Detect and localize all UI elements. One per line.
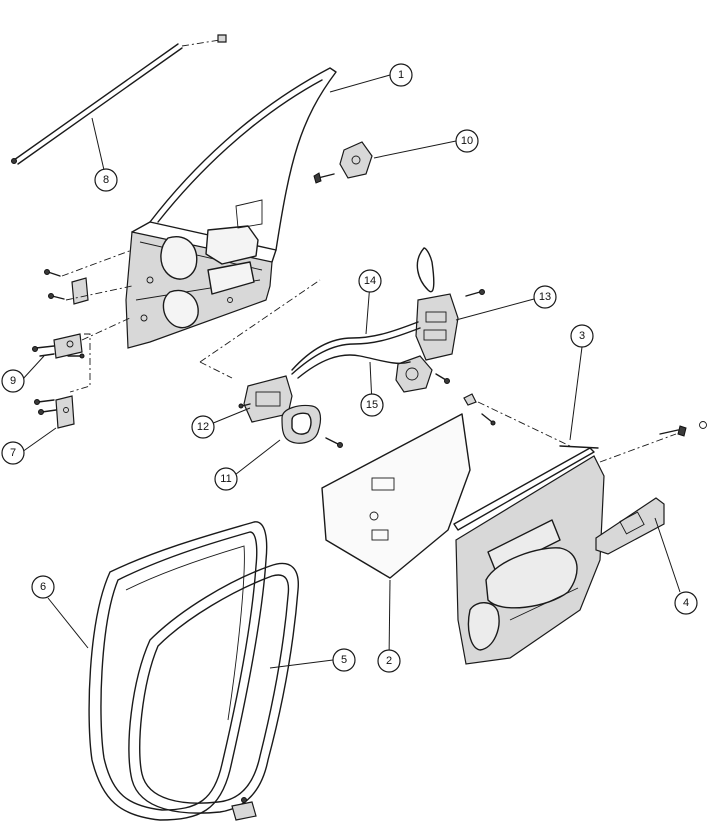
- leader-4: [654, 517, 681, 593]
- leader-13: [455, 298, 535, 321]
- callout-4: 4: [674, 591, 698, 615]
- callout-5: 5: [332, 648, 356, 672]
- power-window-switch-bezel: [595, 497, 665, 555]
- leader-8: [91, 117, 105, 171]
- door-trim-panel: [453, 421, 707, 665]
- callout-11-label: 11: [220, 473, 231, 485]
- door-watershield: [321, 393, 571, 579]
- leader-5: [269, 659, 334, 669]
- door-latch-assembly: [395, 247, 485, 393]
- lock-cable: [291, 321, 421, 375]
- leader-3: [569, 346, 583, 441]
- door-striker: [313, 141, 373, 184]
- inside-handle-bezel: [281, 404, 343, 448]
- callout-6: 6: [31, 575, 55, 599]
- leader-6: [47, 597, 89, 649]
- door-shell: [125, 67, 337, 349]
- callout-8: 8: [94, 168, 118, 192]
- callout-9-label: 9: [10, 375, 16, 387]
- callout-1-label: 1: [398, 69, 404, 81]
- callout-14: 14: [358, 269, 382, 293]
- callout-3-label: 3: [579, 330, 585, 342]
- callout-5-label: 5: [341, 654, 347, 666]
- remote-handle-cable: [297, 354, 411, 379]
- lower-hinge: [34, 395, 75, 429]
- callout-14-label: 14: [364, 275, 376, 287]
- door-weatherstrip: [128, 562, 299, 814]
- leader-11: [230, 439, 281, 479]
- callout-4-label: 4: [683, 597, 689, 609]
- leader-10: [373, 140, 457, 159]
- callout-2-label: 2: [386, 655, 392, 667]
- leader-9: [21, 355, 45, 381]
- leader-7: [21, 427, 57, 453]
- callout-2: 2: [377, 649, 401, 673]
- door-phantom-line: [199, 279, 321, 363]
- callout-6-label: 6: [40, 581, 46, 593]
- callout-9: 9: [1, 369, 25, 393]
- retainer-clip: [231, 797, 257, 821]
- handle-phantom-line: [199, 361, 233, 379]
- callout-7-label: 7: [10, 447, 16, 459]
- window-outer-weatherstrip: [11, 34, 227, 165]
- callout-3: 3: [570, 324, 594, 348]
- leader-2: [388, 579, 391, 662]
- callout-13: 13: [533, 285, 557, 309]
- callout-15-label: 15: [366, 399, 378, 411]
- body-opening-weatherstrip: [88, 521, 268, 821]
- callout-12-label: 12: [197, 421, 209, 433]
- callout-8-label: 8: [103, 174, 109, 186]
- leader-1: [329, 74, 391, 93]
- callout-10-label: 10: [461, 135, 473, 147]
- callout-13-label: 13: [539, 291, 551, 303]
- callout-10: 10: [455, 129, 479, 153]
- callout-11: 11: [214, 467, 238, 491]
- callout-7: 7: [1, 441, 25, 465]
- upper-hinge: [32, 317, 131, 393]
- callout-1: 1: [389, 63, 413, 87]
- callout-15: 15: [360, 393, 384, 417]
- hinge-bolts-upper: [44, 249, 133, 305]
- callout-12: 12: [191, 415, 215, 439]
